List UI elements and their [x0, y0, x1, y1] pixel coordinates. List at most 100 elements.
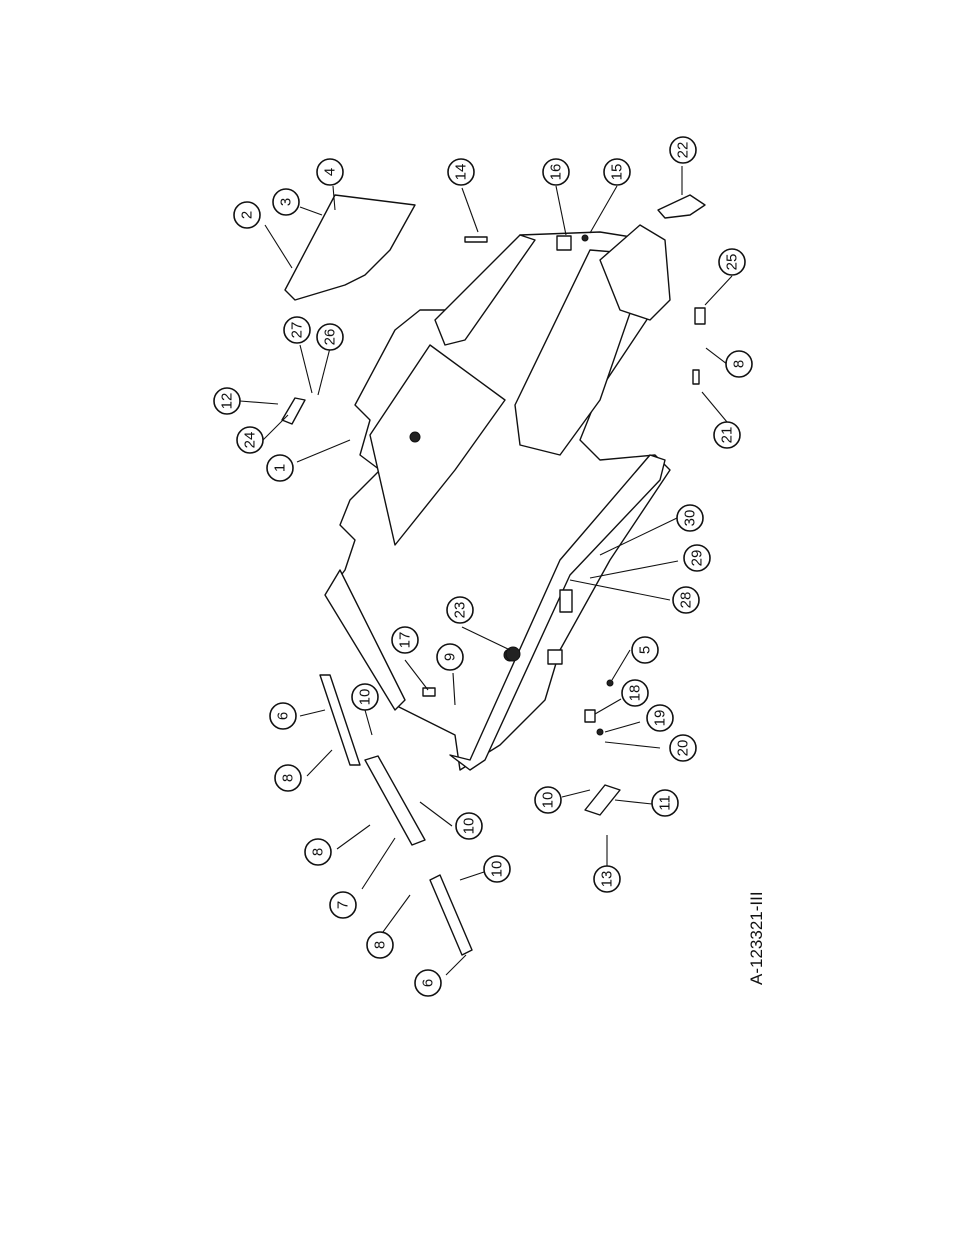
leader-8-right [705, 347, 728, 365]
callout-circle [266, 454, 294, 482]
callout-label: 2 [239, 211, 256, 219]
callout-label: 8 [731, 360, 748, 368]
leader-lines [239, 166, 733, 976]
callout-circle [542, 158, 570, 186]
callout-8: 8 [366, 931, 394, 959]
callout-label: 10 [357, 689, 374, 706]
pin-17 [422, 687, 436, 697]
callout-circle [283, 316, 311, 344]
callout-13: 13 [593, 865, 621, 893]
leader-19 [604, 721, 641, 733]
callout-label: 24 [242, 432, 259, 449]
callout-label: 15 [609, 164, 626, 181]
callout-circle [304, 838, 332, 866]
callout-6: 6 [414, 969, 442, 997]
callout-label: 8 [280, 774, 297, 782]
leader-3 [299, 206, 323, 216]
callout-27: 27 [283, 316, 311, 344]
callout-label: 13 [599, 871, 616, 888]
leader-6-lower [445, 954, 467, 976]
callout-circle [669, 734, 697, 762]
frame-hole [409, 431, 421, 443]
washer-19 [596, 728, 604, 736]
leader-12 [239, 400, 279, 405]
callout-1: 1 [266, 454, 294, 482]
callout-circle [483, 855, 511, 883]
callout-label: 16 [548, 164, 565, 181]
frame-bracket [559, 589, 573, 613]
callout-circle [436, 643, 464, 671]
callout-label: 21 [719, 427, 736, 444]
leader-1 [296, 439, 351, 463]
callout-circle [351, 683, 379, 711]
callout-10: 10 [483, 855, 511, 883]
leader-8-c [379, 894, 411, 937]
callout-label: 10 [461, 818, 478, 835]
callout-circle [272, 188, 300, 216]
leader-10-a [364, 709, 373, 736]
leader-2 [264, 224, 293, 269]
plate-7 [364, 755, 426, 846]
callout-circle [391, 626, 419, 654]
callout-label: 8 [310, 848, 327, 856]
callout-circle [669, 136, 697, 164]
callout-circle [329, 891, 357, 919]
callout-label: 19 [652, 710, 669, 727]
callout-label: 9 [442, 653, 459, 661]
callout-10: 10 [455, 812, 483, 840]
callout-28: 28 [672, 586, 700, 614]
callout-25: 25 [718, 248, 746, 276]
frame-bracket [547, 649, 563, 665]
callout-circle [316, 323, 344, 351]
plate-6-upper [319, 674, 361, 766]
callout-circle [672, 586, 700, 614]
callout-11: 11 [651, 789, 679, 817]
frame-rear-mount [599, 224, 671, 321]
callout-7: 7 [329, 891, 357, 919]
callout-23: 23 [446, 596, 474, 624]
callout-circle [713, 421, 741, 449]
callout-2: 2 [233, 201, 261, 229]
callout-label: 8 [372, 941, 389, 949]
callout-4: 4 [316, 158, 344, 186]
callout-29: 29 [683, 544, 711, 572]
leader-16 [555, 185, 567, 236]
callout-label: 28 [678, 592, 695, 609]
callout-14: 14 [447, 158, 475, 186]
callout-26: 26 [316, 323, 344, 351]
bolt-21 [692, 369, 700, 385]
leader-24 [262, 414, 289, 441]
callout-circle [455, 812, 483, 840]
leader-18 [594, 698, 622, 715]
callout-label: 10 [489, 861, 506, 878]
nut-5 [606, 679, 614, 687]
callout-17: 17 [391, 626, 419, 654]
leader-4 [332, 185, 336, 211]
figure-id: A-123321-III [747, 891, 766, 985]
leader-9 [452, 672, 456, 706]
callout-circle [603, 158, 631, 186]
bolt-14 [464, 236, 488, 243]
callout-9: 9 [436, 643, 464, 671]
bracket-11 [584, 784, 621, 816]
callout-circle [651, 789, 679, 817]
callout-19: 19 [646, 704, 674, 732]
callout-label: 26 [322, 329, 339, 346]
leader-5 [611, 649, 631, 681]
callout-label: 6 [275, 712, 292, 720]
callout-circle [414, 969, 442, 997]
callout-8: 8 [725, 350, 753, 378]
callout-label: 20 [675, 740, 692, 757]
leader-11 [614, 799, 653, 805]
leader-28 [569, 579, 671, 601]
callout-circle [676, 504, 704, 532]
callout-6: 6 [269, 702, 297, 730]
hole-23 [505, 646, 521, 662]
callout-24: 24 [236, 426, 264, 454]
callout-label: 18 [627, 685, 644, 702]
callout-circle [621, 679, 649, 707]
callout-20: 20 [669, 734, 697, 762]
clip-25 [694, 307, 706, 325]
callout-circle [631, 636, 659, 664]
